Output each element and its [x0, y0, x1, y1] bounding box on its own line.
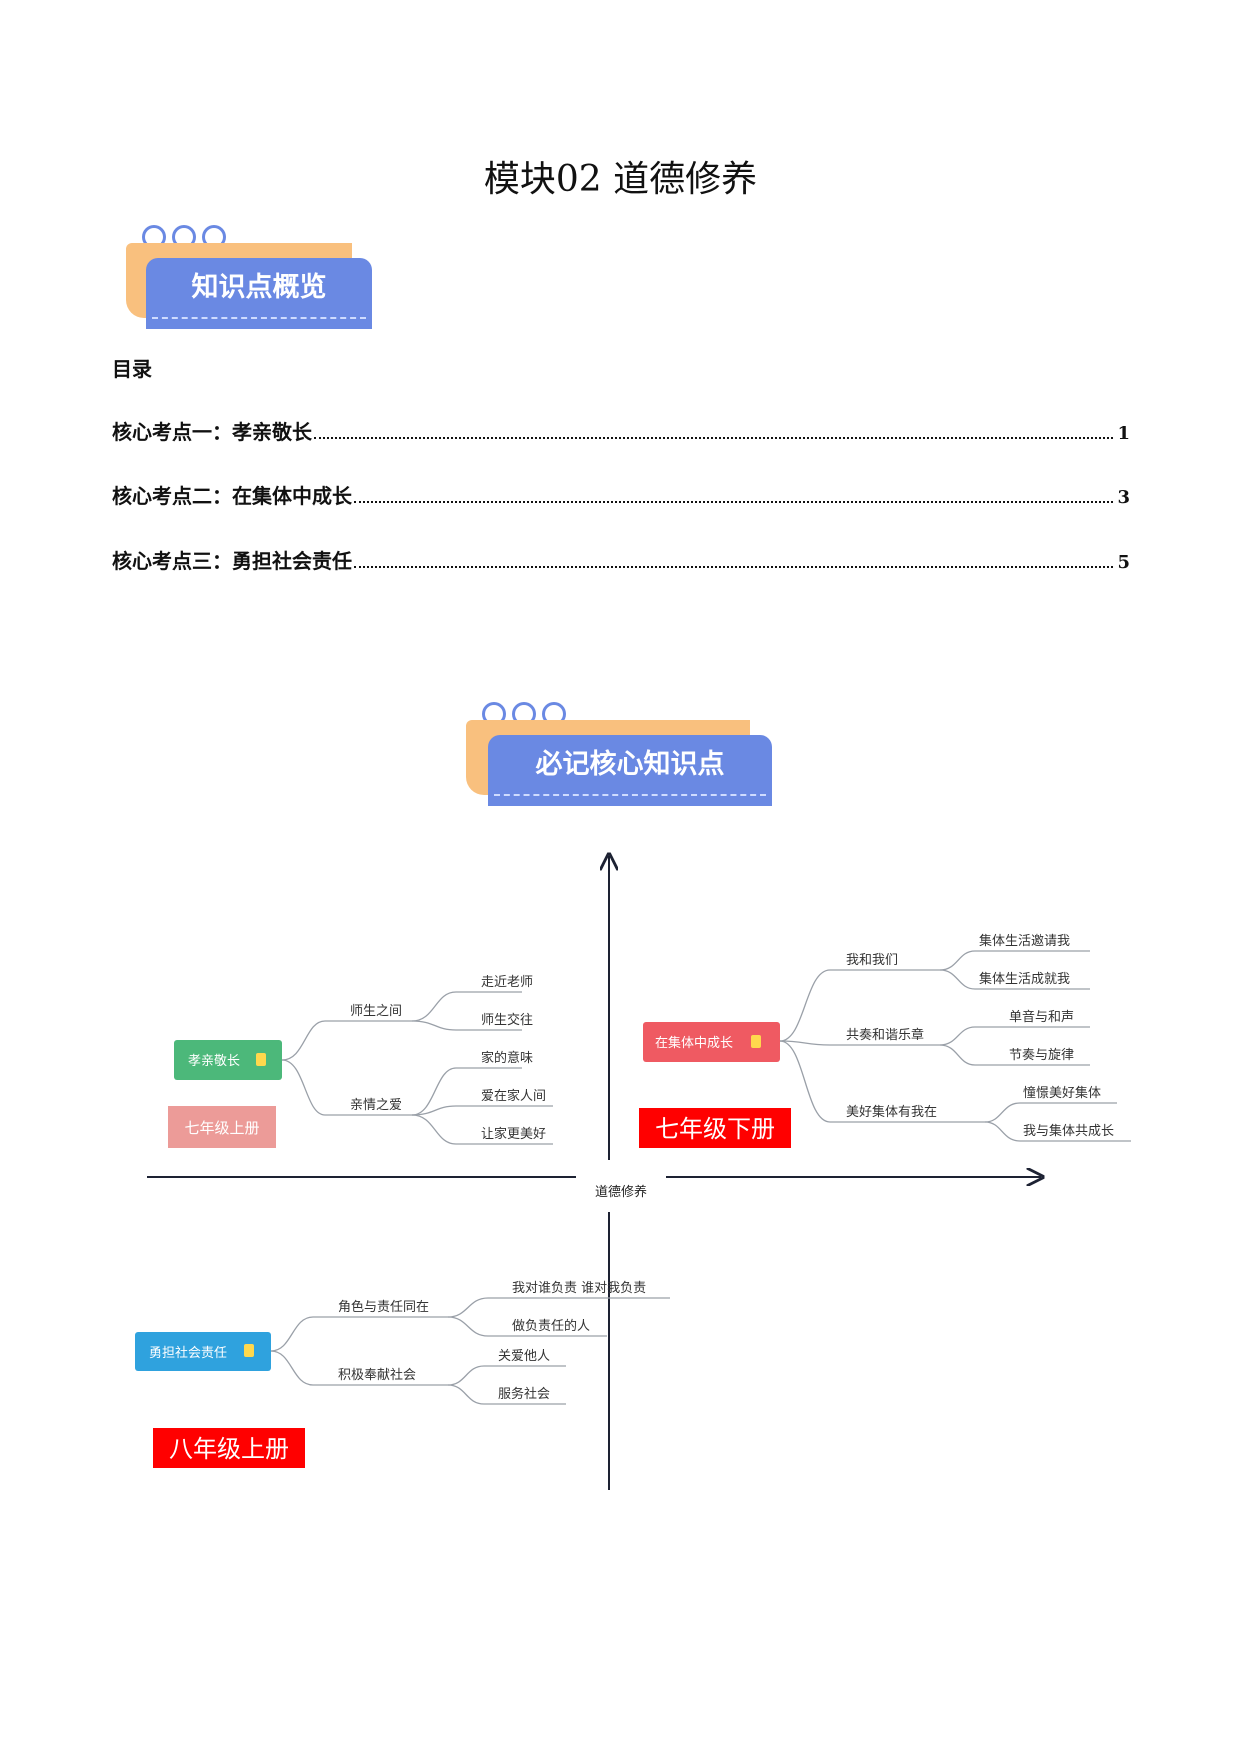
q1-leaf: 让家更美好 [481, 1126, 546, 1142]
note-icon [244, 1344, 254, 1357]
toc-item-label: 核心考点二：在集体中成长 [112, 484, 352, 508]
q1-branch-1: 师生之间 [350, 1004, 402, 1019]
ring-icon [142, 225, 226, 249]
q3-root-label: 勇担社会责任 [149, 1345, 227, 1361]
q2-grade-tag [639, 1108, 791, 1148]
toc-item-label: 核心考点一：孝亲敬长 [112, 420, 312, 444]
center-label: 道德修养 [595, 1184, 647, 1200]
q2-root-node[interactable] [643, 1022, 780, 1062]
q3-leaf: 我对谁负责 谁对我负责 [512, 1281, 646, 1296]
toc-leader [314, 437, 1114, 439]
overview-banner-label: 知识点概览 [191, 272, 327, 303]
q3-leaf: 关爱他人 [498, 1349, 550, 1364]
q1-grade-tag [168, 1106, 276, 1148]
q3-leaf: 服务社会 [498, 1386, 550, 1402]
q1-root-label: 孝亲敬长 [188, 1053, 240, 1069]
q2-leaf: 节奏与旋律 [1009, 1048, 1074, 1063]
toc-heading: 目录 [112, 357, 152, 381]
q2-leaf: 我与集体共成长 [1023, 1123, 1114, 1139]
q1-leaf: 爱在家人间 [481, 1088, 546, 1104]
q1-leaf: 师生交往 [481, 1012, 533, 1028]
note-icon [256, 1053, 266, 1066]
key-points-banner-label: 必记核心知识点 [535, 749, 725, 780]
q2-grade-label: 七年级下册 [655, 1115, 775, 1143]
toc-item-page: 1 [1117, 423, 1130, 444]
toc-leader [354, 566, 1114, 568]
q2-branch-2: 共奏和谐乐章 [846, 1027, 924, 1043]
q1-leaf: 走近老师 [481, 975, 533, 990]
q2-root-label: 在集体中成长 [655, 1035, 733, 1051]
toc-item-2[interactable]: 核心考点二：在集体中成长 3 [112, 480, 1130, 509]
q2-leaf: 憧憬美好集体 [1023, 1085, 1101, 1101]
q3-branches [270, 1297, 670, 1405]
toc-item-label: 核心考点三：勇担社会责任 [112, 549, 352, 573]
q3-grade-label: 八年级上册 [169, 1435, 289, 1463]
q3-grade-tag [153, 1428, 305, 1468]
q3-root-node[interactable] [135, 1332, 271, 1371]
q3-leaf: 做负责任的人 [512, 1318, 590, 1334]
q2-leaf: 单音与和声 [1009, 1009, 1074, 1025]
ring-icon [482, 702, 566, 726]
q2-leaf: 集体生活邀请我 [979, 933, 1070, 949]
key-points-banner: 必记核心知识点 [466, 702, 772, 806]
q3-branch-2: 积极奉献社会 [338, 1367, 416, 1383]
q1-grade-label: 七年级上册 [184, 1119, 259, 1137]
q1-root-node[interactable] [174, 1040, 282, 1080]
q3-branch-1: 角色与责任同在 [338, 1299, 429, 1315]
q2-branch-3: 美好集体有我在 [846, 1104, 937, 1120]
note-icon [751, 1035, 761, 1048]
page-title: 模块02 道德修养 [483, 159, 758, 200]
overview-banner: 知识点概览 [126, 225, 372, 329]
q2-leaf: 集体生活成就我 [979, 971, 1070, 987]
q2-branch-1: 我和我们 [846, 953, 898, 968]
q1-leaf: 家的意味 [481, 1050, 533, 1066]
toc-item-page: 3 [1117, 487, 1130, 508]
mindmap: 道德修养 孝亲敬长 七年级上册 师生之间 亲情之爱 走近老师 师生交往 家的意味… [135, 830, 1131, 1490]
q1-branches [281, 991, 553, 1145]
toc-item-page: 5 [1117, 552, 1130, 573]
q1-branch-2: 亲情之爱 [350, 1098, 402, 1113]
toc-item-3[interactable]: 核心考点三：勇担社会责任 5 [112, 545, 1130, 574]
axes [147, 856, 1041, 1490]
toc-item-1[interactable]: 核心考点一：孝亲敬长 1 [112, 416, 1130, 445]
toc-leader [354, 501, 1114, 503]
q2-branches [779, 950, 1131, 1142]
